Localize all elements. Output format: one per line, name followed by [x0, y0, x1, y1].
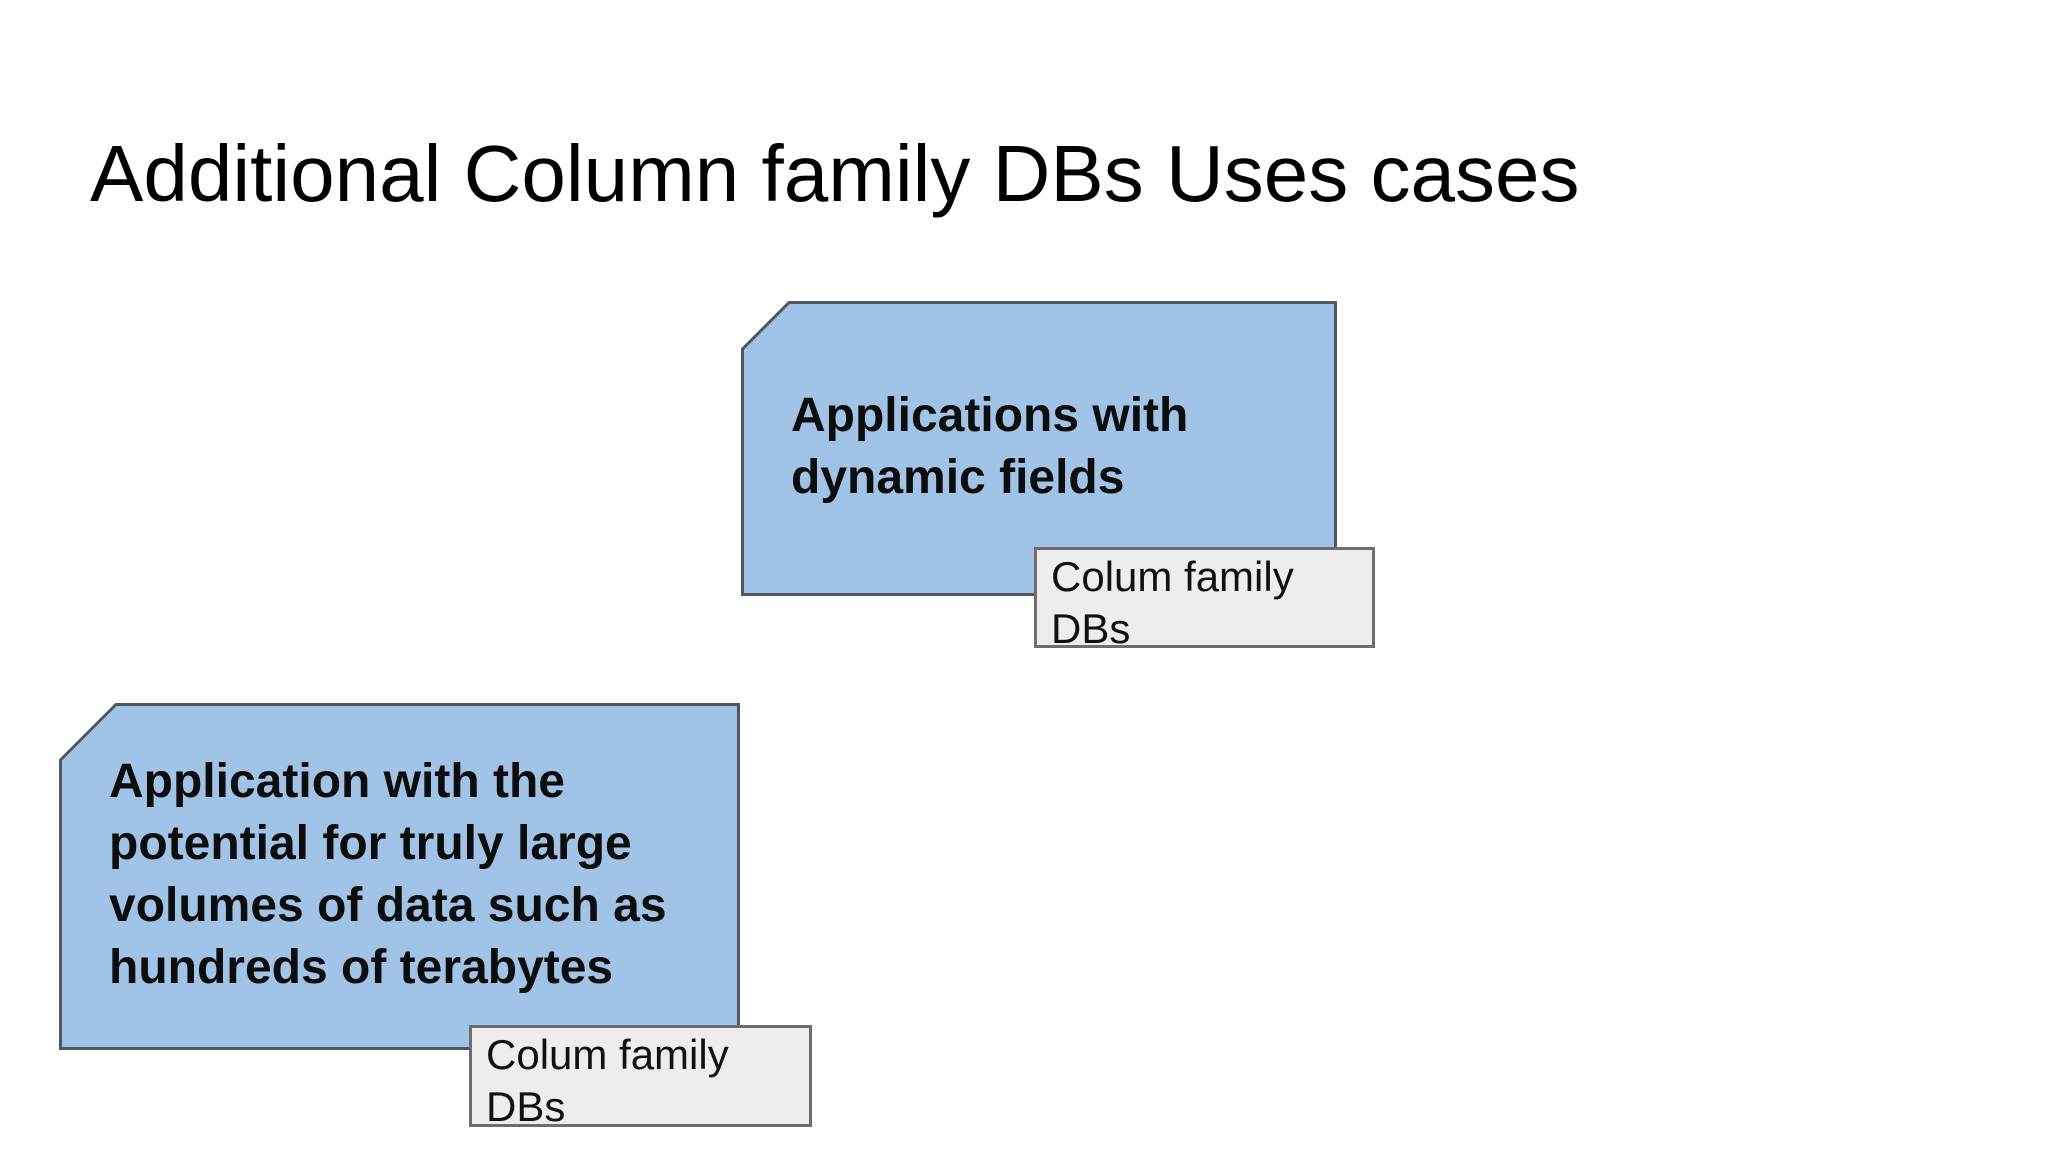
card-2-db-type-label: Colum family DBs	[469, 1025, 812, 1130]
label-text-line: Colum family	[486, 1031, 729, 1078]
card-large-data-volumes: Application with the potential for truly…	[59, 703, 740, 1050]
card-text-line: hundreds of terabytes	[109, 940, 614, 994]
card-text: Application with the potential for truly…	[59, 703, 740, 1050]
label-text-line: DBs	[1051, 605, 1131, 652]
card-applications-with-dynamic-fields: Applications with dynamic fields	[741, 301, 1337, 596]
card-text-line: Application with the	[109, 754, 565, 808]
card-1-db-type-label: Colum family DBs	[1034, 547, 1375, 652]
card-text-line: dynamic fields	[791, 450, 1125, 504]
label-text-line: Colum family	[1051, 553, 1294, 600]
card-text-line: Applications with	[791, 388, 1189, 442]
folded-corner-card-shape	[59, 703, 740, 1050]
card-text-line: volumes of data such as	[109, 878, 667, 932]
card-text: Applications with dynamic fields	[741, 301, 1337, 596]
card-text-line: potential for truly large	[109, 816, 632, 870]
label-text-line: DBs	[486, 1083, 566, 1130]
slide-title: Additional Column family DBs Uses cases	[90, 129, 1580, 218]
